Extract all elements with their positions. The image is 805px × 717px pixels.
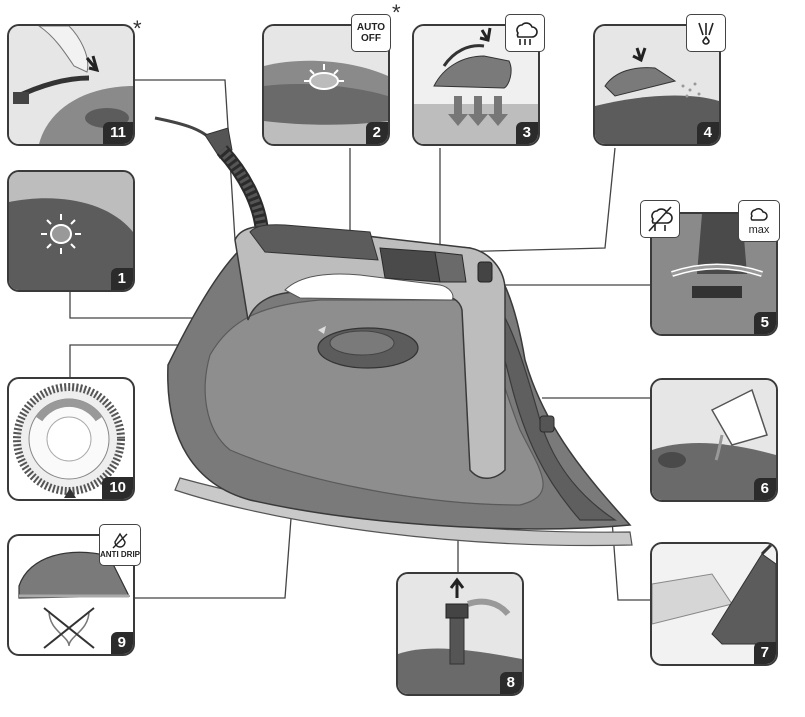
- anti-drip-label: ANTI DRIP: [100, 549, 140, 559]
- iron-side-panel: [204, 299, 544, 506]
- panel-2: 2: [262, 24, 390, 146]
- asterisk-panel-2: *: [392, 0, 401, 25]
- no-steam-icon: [640, 200, 680, 238]
- spray-icon: [686, 14, 726, 52]
- panel-7-number: 7: [753, 642, 776, 664]
- auto-off-line1: AUTO: [356, 22, 386, 33]
- panel-8: 8: [396, 572, 524, 696]
- panel-8-number: 8: [499, 672, 522, 694]
- panel-4-number: 4: [696, 122, 719, 144]
- panel-2-number: 2: [365, 122, 388, 144]
- panel-5-number: 5: [753, 312, 776, 334]
- panel-3-number: 3: [515, 122, 538, 144]
- panel-6-number: 6: [753, 478, 776, 500]
- auto-off-icon: AUTO OFF: [351, 14, 391, 52]
- panel-11-number: 11: [103, 122, 133, 144]
- steam-button: [379, 247, 441, 283]
- fill-cap: [539, 415, 555, 433]
- spray-button: [434, 251, 467, 283]
- handle-grip: [249, 224, 379, 261]
- anti-drip-icon: ANTI DRIP: [99, 524, 141, 566]
- power-cord: [154, 116, 211, 140]
- panel-9-number: 9: [110, 632, 133, 654]
- panel-10: 10: [7, 377, 135, 501]
- handle-opening: [284, 273, 454, 301]
- steam-slider: [477, 261, 493, 283]
- max-steam-icon: max: [738, 200, 780, 242]
- asterisk-panel-11: *: [133, 16, 142, 41]
- panel-11: 11: [7, 24, 135, 146]
- auto-off-line2: OFF: [361, 33, 381, 44]
- panel-6: 6: [650, 378, 778, 502]
- panel-10-number: 10: [102, 477, 133, 499]
- panel-7: 7: [650, 542, 778, 666]
- steam-cloud-icon: [505, 14, 545, 52]
- panel-1-number: 1: [110, 268, 133, 290]
- panel-1: 1: [7, 170, 135, 292]
- max-label: max: [748, 224, 770, 236]
